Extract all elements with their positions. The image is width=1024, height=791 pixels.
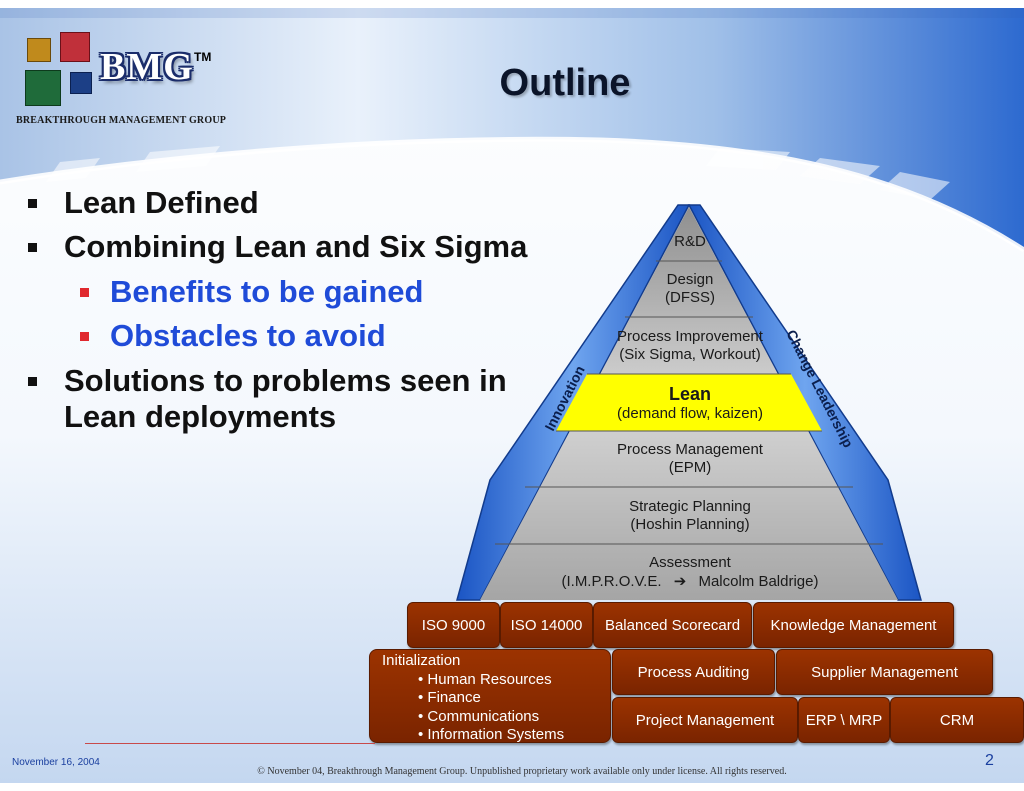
- slide-title: Outline: [499, 62, 631, 104]
- tier-assessment-subtitle: (I.M.P.R.O.V.E. ➔ Malcolm Baldrige): [510, 572, 870, 591]
- tier-rnd: R&D: [640, 233, 740, 251]
- bullet-lean-defined: Lean Defined: [64, 185, 259, 220]
- logo-square-green: [25, 70, 61, 106]
- tier-assessment-title: Assessment: [649, 554, 731, 571]
- tier-process-improvement-title: Process Improvement: [617, 328, 763, 345]
- tier-rnd-title: R&D: [674, 233, 706, 250]
- brick-initialization: Initialization Human Resources Finance C…: [369, 649, 611, 743]
- bullet-marker: [28, 377, 37, 386]
- footer-divider: [85, 743, 375, 744]
- brick-supplier-management: Supplier Management: [776, 649, 993, 695]
- logo-text: BMG: [100, 46, 194, 88]
- initialization-item: Human Resources: [418, 671, 610, 690]
- initialization-item: Information Systems: [418, 726, 610, 745]
- tier-lean-title: Lean: [668, 384, 711, 404]
- bullet-marker: [28, 199, 37, 208]
- tier-assessment-baldrige: Malcolm Baldrige): [698, 573, 819, 590]
- logo-square-blue: [70, 72, 92, 94]
- bullet-marker: [28, 243, 37, 252]
- brick-crm: CRM: [890, 697, 1024, 743]
- sub-bullet-benefits: Benefits to be gained: [110, 274, 424, 309]
- tier-assessment: Assessment (I.M.P.R.O.V.E. ➔ Malcolm Bal…: [510, 554, 870, 591]
- initialization-list: Human Resources Finance Communications I…: [382, 671, 610, 745]
- bullet-combining: Combining Lean and Six Sigma: [64, 229, 528, 264]
- arrow-right-icon: ➔: [673, 572, 687, 590]
- trademark-symbol: TM: [194, 50, 212, 64]
- company-name: BREAKTHROUGH MANAGEMENT GROUP: [16, 115, 227, 126]
- page-number: 2: [985, 752, 994, 769]
- brick-knowledge-management: Knowledge Management: [753, 602, 954, 648]
- brick-iso-14000: ISO 14000: [500, 602, 593, 648]
- footer-date: November 16, 2004: [12, 757, 100, 768]
- brick-process-auditing: Process Auditing: [612, 649, 775, 695]
- tier-process-management: Process Management (EPM): [560, 441, 820, 477]
- tier-strategic-planning: Strategic Planning (Hoshin Planning): [540, 498, 840, 534]
- brick-iso-9000: ISO 9000: [407, 602, 500, 648]
- tier-design-subtitle: (DFSS): [665, 289, 715, 306]
- tier-design: Design (DFSS): [620, 271, 760, 307]
- tier-design-title: Design: [666, 271, 714, 288]
- tier-process-improvement-subtitle: (Six Sigma, Workout): [619, 346, 761, 363]
- tier-lean: Lean (demand flow, kaizen): [580, 383, 800, 423]
- initialization-item: Finance: [418, 689, 610, 708]
- tier-process-improvement: Process Improvement (Six Sigma, Workout): [580, 328, 800, 364]
- brick-erp-mrp: ERP \ MRP: [798, 697, 890, 743]
- tier-strategic-planning-title: Strategic Planning: [629, 498, 751, 515]
- tier-process-management-title: Process Management: [617, 441, 763, 458]
- tier-assessment-improve: (I.M.P.R.O.V.E.: [561, 573, 662, 590]
- sub-bullet-marker: [80, 288, 89, 297]
- brick-balanced-scorecard: Balanced Scorecard: [593, 602, 752, 648]
- sub-bullet-marker: [80, 332, 89, 341]
- logo-square-red: [60, 32, 90, 62]
- footer-copyright: © November 04, Breakthrough Management G…: [257, 766, 787, 777]
- pyramid-tier-lean-highlight: [556, 374, 822, 431]
- logo-square-gold: [27, 38, 51, 62]
- tier-process-management-subtitle: (EPM): [668, 459, 712, 476]
- bullet-solutions-line2: Lean deployments: [64, 399, 337, 434]
- brick-project-management: Project Management: [612, 697, 798, 743]
- initialization-item: Communications: [418, 708, 610, 727]
- tier-lean-subtitle: (demand flow, kaizen): [617, 405, 763, 422]
- sub-bullet-obstacles: Obstacles to avoid: [110, 318, 386, 353]
- tier-strategic-planning-subtitle: (Hoshin Planning): [630, 516, 750, 533]
- bullet-solutions-line1: Solutions to problems seen in: [64, 363, 507, 398]
- initialization-title: Initialization: [382, 652, 461, 669]
